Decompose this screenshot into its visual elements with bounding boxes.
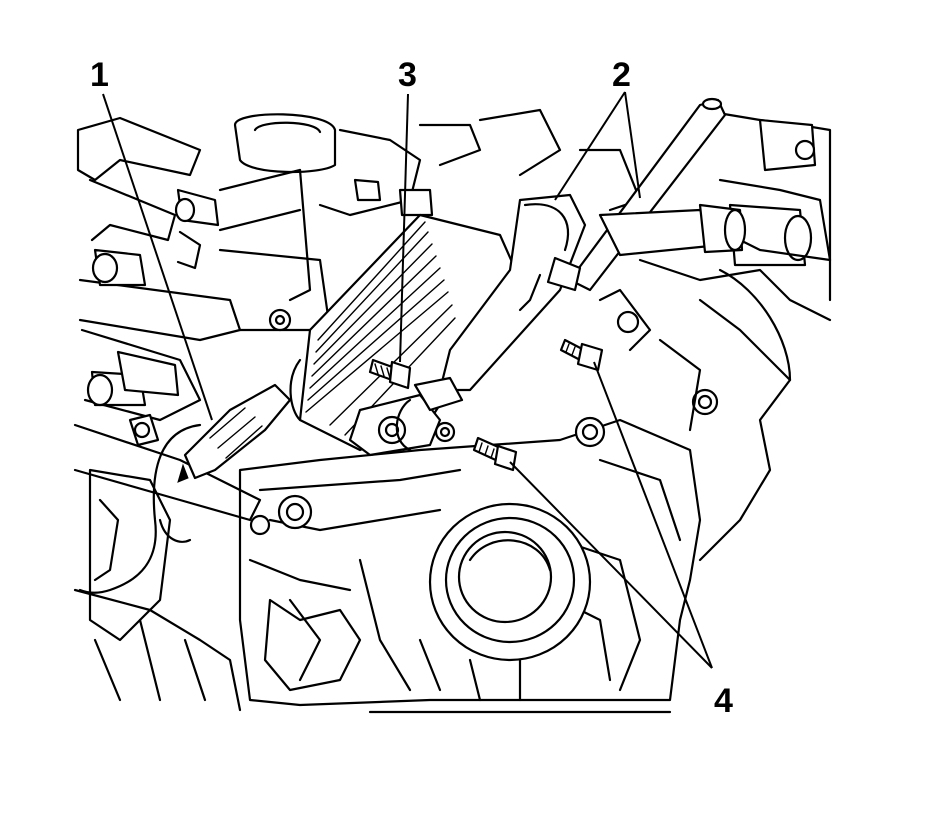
leader-lines <box>102 91 713 669</box>
engine-block-left <box>73 116 262 712</box>
callout-label-2: 2 <box>612 56 631 94</box>
leader-line-2a <box>554 91 626 201</box>
leader-line-3 <box>399 93 409 363</box>
cooler-bolt-right <box>559 338 604 372</box>
oil-cooler <box>289 213 522 457</box>
leader-line-1 <box>102 93 213 421</box>
leader-line-2b <box>624 91 641 199</box>
oil-cooler-pipe <box>395 97 747 452</box>
callout-label-4: 4 <box>714 682 733 720</box>
leader-line-4a <box>509 461 713 669</box>
callout-label-3: 3 <box>398 56 417 94</box>
oil-temperature-sensor <box>78 383 292 594</box>
cooler-bolt-upper <box>368 358 412 390</box>
callout-label-1: 1 <box>90 56 109 94</box>
crankshaft-seal-bore <box>428 502 592 662</box>
engine-block-top <box>218 108 642 332</box>
engine-block-right <box>598 108 832 562</box>
leader-line-4b <box>593 361 713 669</box>
